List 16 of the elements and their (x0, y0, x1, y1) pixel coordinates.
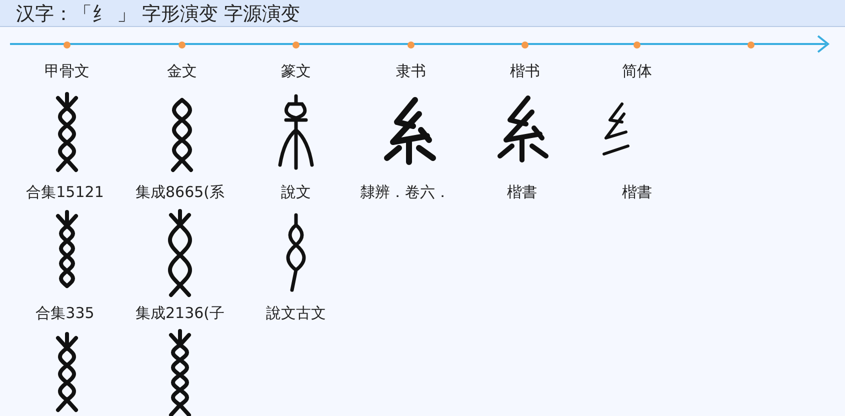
source-caption: 隸辨．卷六． (360, 183, 450, 202)
source-caption: 說文 (281, 183, 311, 202)
script-style-heading: 金文 (167, 62, 197, 81)
source-caption: 楷書 (507, 183, 537, 202)
source-caption: 合集15121 (26, 183, 104, 202)
script-style-heading: 隶书 (396, 62, 426, 81)
script-style-heading: 简体 (622, 62, 652, 81)
source-caption: 合集335 (36, 304, 94, 323)
source-caption: 集成2136(子 (135, 304, 225, 323)
source-caption: 集成8665(系 (135, 183, 225, 202)
script-style-heading: 篆文 (281, 62, 311, 81)
script-style-heading: 楷书 (510, 62, 540, 81)
source-caption: 楷書 (622, 183, 652, 202)
script-style-heading: 甲骨文 (44, 62, 90, 81)
page-title: 汉字：「纟 」 字形演变 字源演变 (16, 2, 300, 27)
source-caption: 說文古文 (266, 304, 326, 323)
